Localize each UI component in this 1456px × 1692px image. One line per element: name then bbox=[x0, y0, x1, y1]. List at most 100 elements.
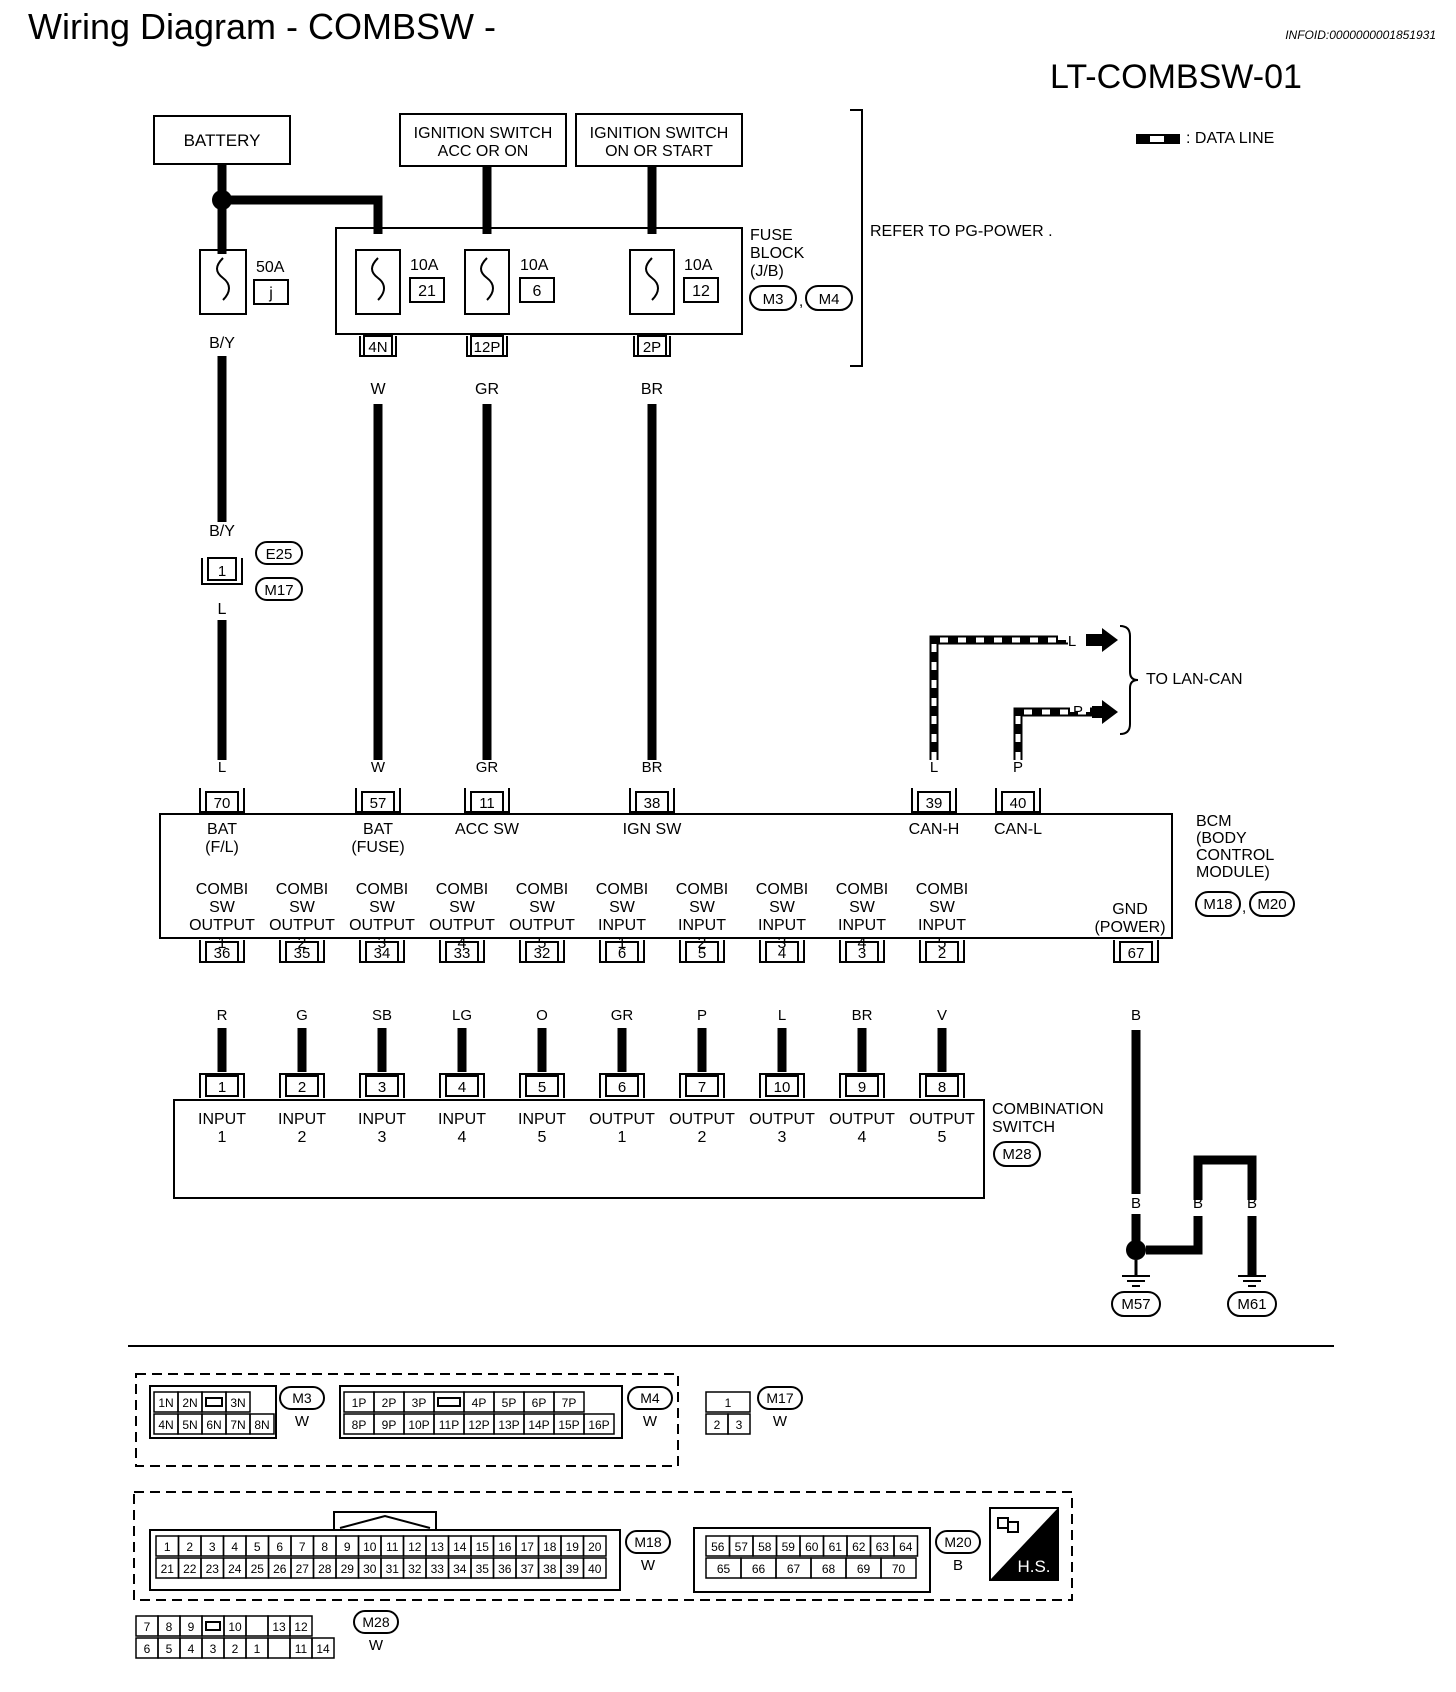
fuse-21-no: 21 bbox=[418, 283, 436, 300]
connector-cavity: 4N bbox=[158, 1418, 173, 1432]
bcm-pin-label: SW bbox=[929, 899, 956, 916]
connector-cavity: 5P bbox=[502, 1396, 517, 1410]
connector-cavity: 2 bbox=[186, 1540, 193, 1554]
connector-cavity: 4 bbox=[231, 1540, 238, 1554]
fuse-block-l3: (J/B) bbox=[750, 263, 784, 280]
connector-cavity: 7 bbox=[299, 1540, 306, 1554]
bcm-pin-label: COMBI bbox=[676, 881, 728, 898]
connector-cavity: 11 bbox=[386, 1540, 399, 1554]
connector-cavity: 8 bbox=[166, 1620, 173, 1634]
combi-pin-number: 7 bbox=[698, 1079, 706, 1096]
bcm-pin-label: COMBI bbox=[516, 881, 568, 898]
combi-name-l1: COMBINATION bbox=[992, 1101, 1104, 1118]
connector-cavity: 13P bbox=[498, 1418, 519, 1432]
bcm-gnd-l1: GND bbox=[1112, 901, 1148, 918]
combi-pin-number: 3 bbox=[378, 1079, 386, 1096]
bcm-pin-label: SW bbox=[209, 899, 236, 916]
connector-cavity: 34 bbox=[453, 1562, 467, 1576]
wire-color-label: SB bbox=[372, 1007, 392, 1024]
connector-cavity: 3 bbox=[209, 1540, 216, 1554]
connector-id: M18 bbox=[634, 1534, 661, 1550]
bcm-pin-label: 2 bbox=[298, 935, 307, 952]
bcm-pin-label: COMBI bbox=[276, 881, 328, 898]
joint-conn-e25: E25 bbox=[266, 546, 293, 563]
connector-cavity: 33 bbox=[431, 1562, 445, 1576]
bcm-box: BAT (F/L) BAT (FUSE) ACC SW IGN SW CAN-H… bbox=[159, 813, 1295, 952]
fuse-21-amp: 10A bbox=[410, 257, 439, 274]
connector-cavity: 1 bbox=[254, 1642, 261, 1656]
ign-acc-line1: IGNITION SWITCH bbox=[414, 125, 553, 142]
bcm-gnd-pin: 67 B bbox=[1113, 940, 1159, 1024]
combi-pin-label: INPUT bbox=[358, 1111, 406, 1128]
ground-conn-m61: M61 bbox=[1237, 1296, 1266, 1313]
battery-box: BATTERY bbox=[153, 115, 291, 165]
connector-cavity: 1 bbox=[725, 1396, 732, 1410]
connector-cavity: 5 bbox=[254, 1540, 261, 1554]
connector-cavity: 15P bbox=[558, 1418, 579, 1432]
lan-wire-l: L bbox=[1068, 633, 1076, 650]
connector-cavity: 66 bbox=[752, 1562, 766, 1576]
connector-cavity: 10 bbox=[228, 1620, 242, 1634]
bcm-pin-number: 35 bbox=[294, 945, 311, 962]
bcm-top-wire-labels: L W GR BR L P bbox=[218, 759, 1023, 776]
connector-cavity: 6 bbox=[144, 1642, 151, 1656]
svg-text:(F/L): (F/L) bbox=[205, 839, 239, 856]
wire-label-gr-upper: GR bbox=[475, 381, 499, 398]
diagram-code: LT-COMBSW-01 bbox=[1050, 58, 1302, 96]
connector-cavity: 21 bbox=[161, 1562, 175, 1576]
connector-color: W bbox=[773, 1413, 788, 1430]
connector-cavity: 24 bbox=[228, 1562, 242, 1576]
combi-pin-label: INPUT bbox=[278, 1111, 326, 1128]
svg-text:BAT: BAT bbox=[363, 821, 393, 838]
bcm-pin-number: 2 bbox=[938, 945, 946, 962]
joint-conn-m17: M17 bbox=[264, 582, 293, 599]
connector-cavity: 6 bbox=[276, 1540, 283, 1554]
connector-cavity: 16 bbox=[498, 1540, 512, 1554]
connector-id: M17 bbox=[766, 1390, 793, 1406]
ign-acc-line2: ACC OR ON bbox=[438, 143, 529, 160]
ignition-acc-box: IGNITION SWITCH ACC OR ON bbox=[399, 113, 567, 167]
combi-pin-label: OUTPUT bbox=[829, 1111, 895, 1128]
joint-connector-e25-m17: B/Y 1 E25 M17 L bbox=[201, 523, 303, 618]
wire-color-label: V bbox=[937, 1007, 947, 1024]
svg-text:L: L bbox=[930, 759, 938, 776]
connector-cavity: 31 bbox=[386, 1562, 400, 1576]
svg-text:L: L bbox=[218, 759, 226, 776]
info-id: INFOID:0000000001851931 bbox=[1285, 28, 1436, 42]
fuse-terminal-2p: 2P bbox=[633, 335, 671, 357]
bcm-name-l2: (BODY bbox=[1196, 830, 1247, 847]
combi-pin-number: 6 bbox=[618, 1079, 626, 1096]
bcm-pin-label: SW bbox=[769, 899, 796, 916]
bcm-pin-label: COMBI bbox=[196, 881, 248, 898]
combi-pin-number: 8 bbox=[938, 1079, 946, 1096]
bcm-pin-label: 4 bbox=[858, 935, 867, 952]
connector-cavity: 10 bbox=[363, 1540, 377, 1554]
bcm-pin-number: 4 bbox=[778, 945, 786, 962]
combi-name-l2: SWITCH bbox=[992, 1119, 1055, 1136]
fuse-terminal-12p: 12P bbox=[466, 335, 508, 357]
harness-side-icon: H.S. bbox=[989, 1507, 1059, 1581]
bcm-pin-label: COMBI bbox=[436, 881, 488, 898]
svg-text:2P: 2P bbox=[643, 339, 661, 356]
svg-text:4N: 4N bbox=[368, 339, 387, 356]
bcm-pin-number: 32 bbox=[534, 945, 551, 962]
connector-cavity: 61 bbox=[829, 1540, 843, 1554]
combi-pin-label: 5 bbox=[938, 1129, 947, 1146]
ign-on-line1: IGNITION SWITCH bbox=[590, 125, 729, 142]
bcm-pin-label: SW bbox=[289, 899, 316, 916]
connector-cavity: 15 bbox=[476, 1540, 490, 1554]
fuse-50a-no: j bbox=[268, 285, 273, 302]
bcm-name-l4: MODULE) bbox=[1196, 864, 1270, 881]
connector-id: M4 bbox=[640, 1390, 660, 1406]
bcm-top-pins: 70 57 11 38 39 40 bbox=[199, 788, 1041, 813]
connector-color: B bbox=[953, 1557, 963, 1574]
connector-color: W bbox=[295, 1413, 310, 1430]
svg-text:39: 39 bbox=[926, 795, 943, 812]
combi-pin-label: 3 bbox=[378, 1129, 387, 1146]
bcm-pin-label: OUTPUT bbox=[189, 917, 255, 934]
connector-cavity: 5 bbox=[166, 1642, 173, 1656]
bcm-pin-label: OUTPUT bbox=[429, 917, 495, 934]
combi-pin-label: OUTPUT bbox=[669, 1111, 735, 1128]
connector-cavity: 14P bbox=[528, 1418, 549, 1432]
